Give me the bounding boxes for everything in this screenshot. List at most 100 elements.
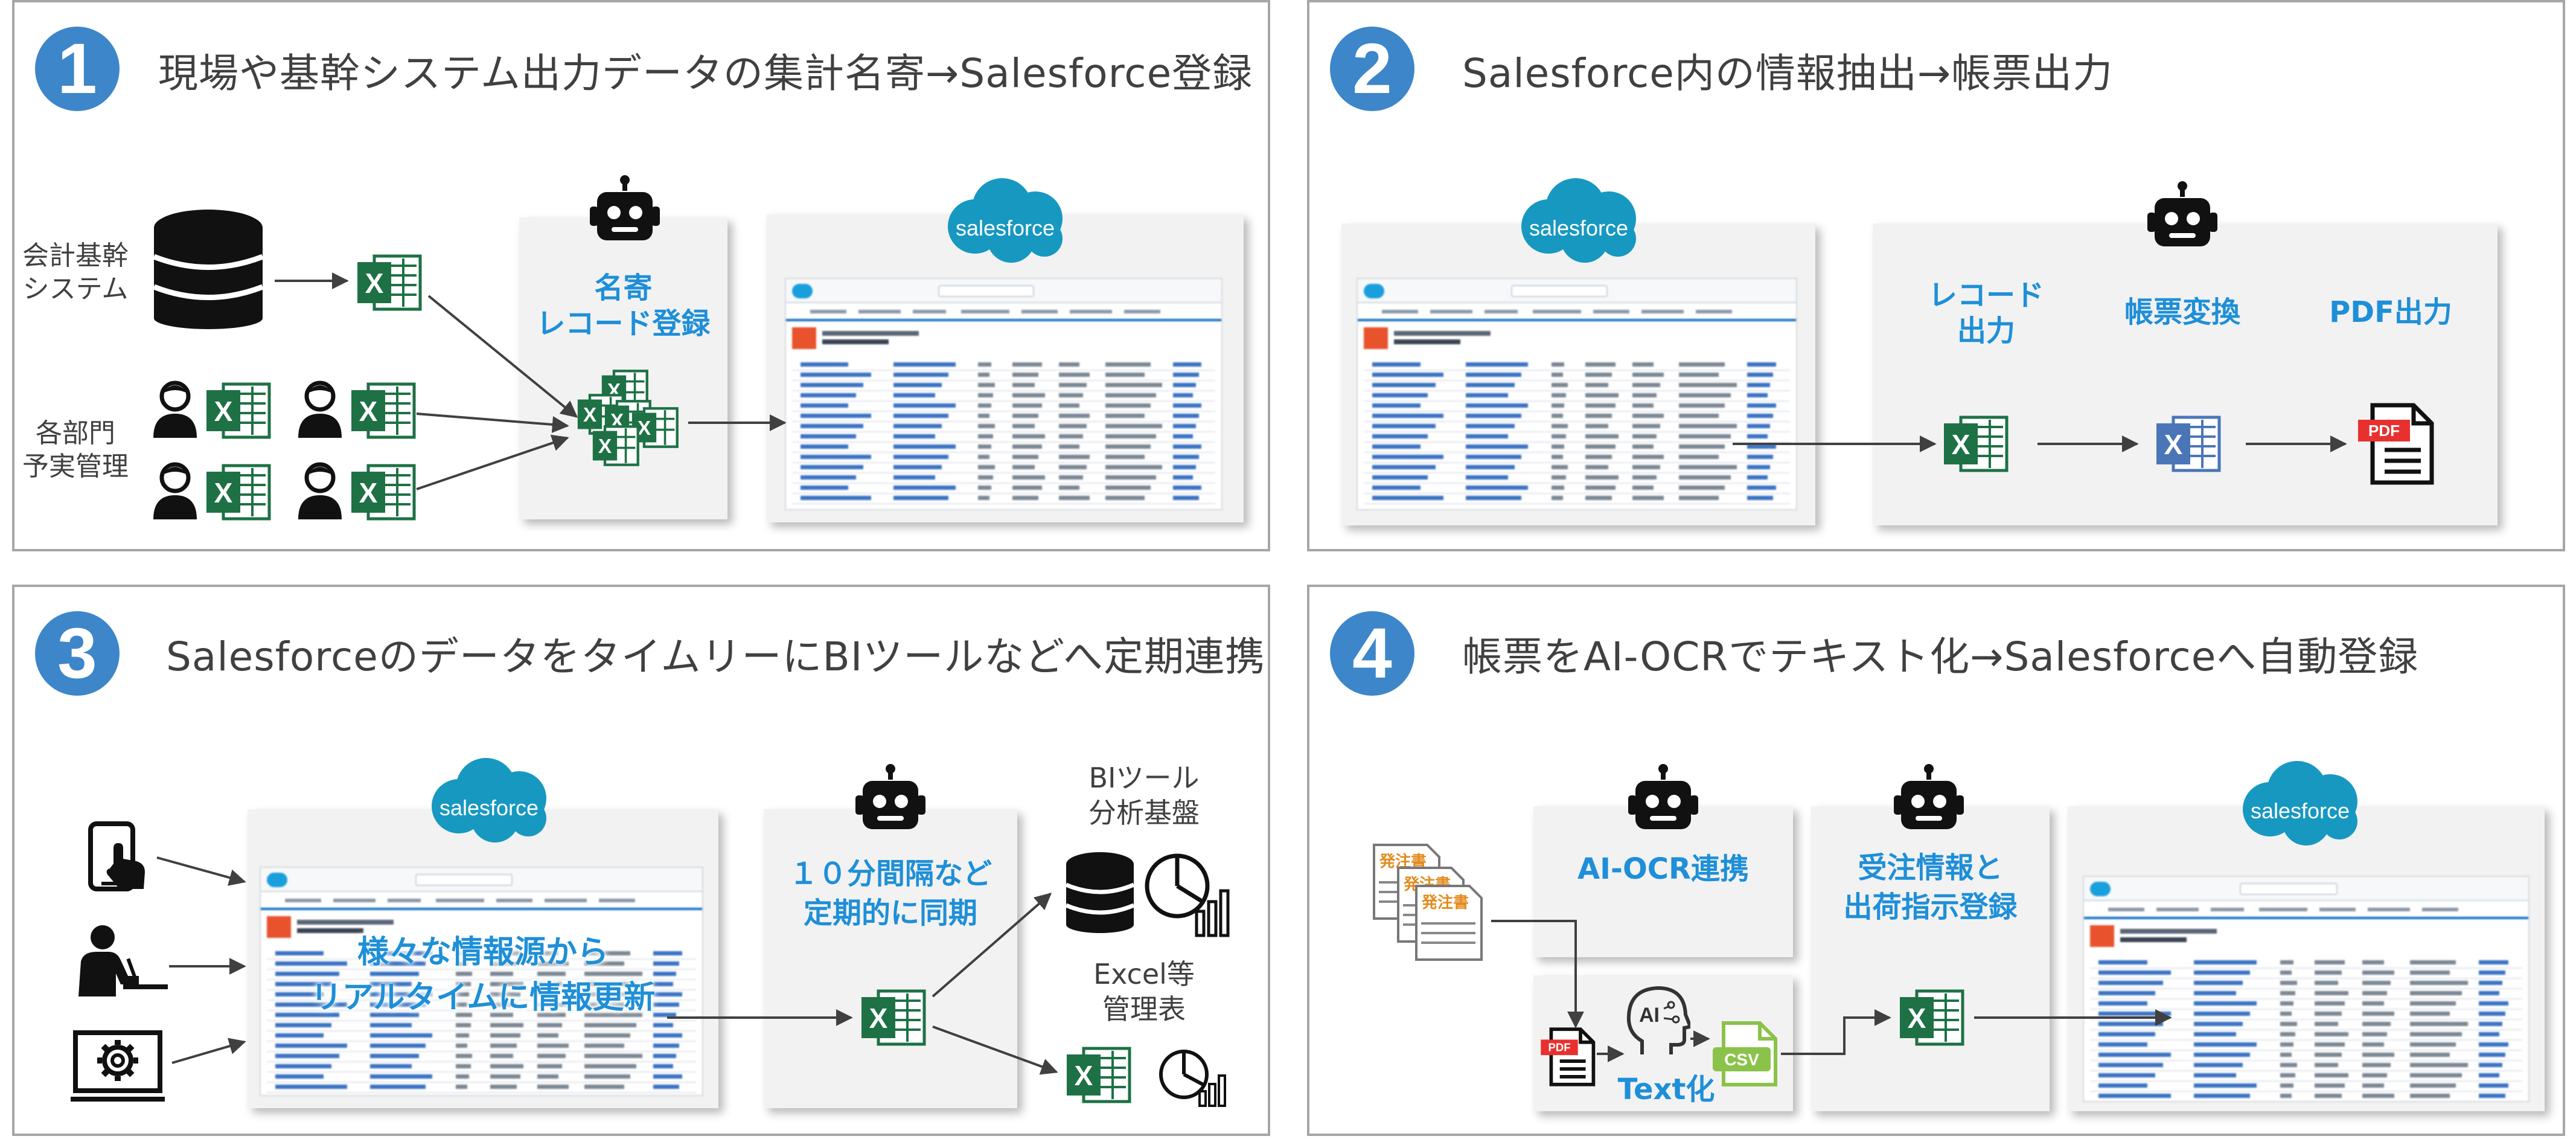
- record-cell: [801, 362, 848, 367]
- record-row-divider: [792, 493, 1215, 494]
- record-cell: [1679, 496, 1719, 500]
- record-row-divider: [1364, 400, 1790, 402]
- record-cell: [537, 1064, 562, 1068]
- record-cell: [455, 961, 467, 966]
- record-row-divider: [1364, 441, 1790, 443]
- record-cell: [2409, 1032, 2463, 1036]
- record-cell: [978, 362, 992, 367]
- record-cell: [1172, 403, 1202, 408]
- record-cell: [2193, 1032, 2236, 1036]
- record-cell: [1585, 496, 1612, 500]
- record-cell: [978, 414, 990, 418]
- record-cell: [1466, 455, 1522, 459]
- record-cell: [1172, 486, 1202, 490]
- record-cell: [2280, 1053, 2292, 1057]
- record-cell: [2479, 1012, 2505, 1016]
- record-cell: [584, 1013, 642, 1017]
- record-cell: [455, 1044, 467, 1048]
- record-cell: [893, 455, 949, 459]
- record-cell: [2193, 1042, 2257, 1047]
- record-cell: [978, 424, 995, 428]
- record-cell: [653, 1013, 677, 1017]
- p3-overlay-label: 様々な情報源から リアルタイムに情報更新: [310, 934, 656, 1016]
- record-cell: [1172, 373, 1199, 377]
- record-cell: [1585, 424, 1609, 428]
- record-cell: [455, 1074, 469, 1079]
- record-cell: [1012, 403, 1042, 408]
- record-cell: [1372, 383, 1436, 387]
- record-cell: [2315, 1012, 2342, 1016]
- excel-icon: X: [351, 464, 416, 521]
- record-cell: [2315, 1053, 2342, 1057]
- svg-text:CSV: CSV: [1724, 1050, 1759, 1069]
- record-cell: [801, 414, 871, 418]
- record-cell: [893, 486, 956, 490]
- record-cell: [2315, 1073, 2349, 1077]
- record-cell: [801, 444, 848, 449]
- salesforce-cloud-logo: salesforce: [1521, 178, 1636, 263]
- record-cell: [801, 475, 856, 480]
- record-cell: [537, 1085, 569, 1089]
- excel-blue-icon: X: [2156, 415, 2221, 472]
- record-cell: [1058, 465, 1087, 469]
- record-cell: [2280, 1012, 2292, 1016]
- excel-icon: X: [1067, 1047, 1131, 1103]
- record-cell: [1679, 455, 1719, 459]
- record-cell: [801, 383, 864, 387]
- pdf-file-icon: PDF: [2358, 403, 2434, 485]
- record-cell: [653, 961, 680, 966]
- record-cell: [275, 951, 324, 955]
- record-cell: [1679, 362, 1725, 367]
- record-row-divider: [1364, 462, 1790, 463]
- record-cell: [537, 951, 559, 955]
- record-cell: [1679, 444, 1725, 449]
- record-cell: [1372, 403, 1421, 408]
- record-cell: [1012, 465, 1035, 469]
- record-cell: [893, 434, 935, 438]
- record-cell: [2362, 1083, 2384, 1088]
- record-row-divider: [2090, 1060, 2522, 1061]
- record-cell: [801, 486, 848, 490]
- record-cell: [537, 1023, 562, 1027]
- record-cell: [1372, 444, 1421, 449]
- record-cell: [1632, 424, 1661, 428]
- record-cell: [2193, 1073, 2236, 1077]
- record-cell: [537, 992, 559, 996]
- salesforce-cloud-logo: salesforce: [432, 758, 546, 842]
- record-cell: [801, 373, 871, 377]
- record-cell: [2409, 981, 2469, 985]
- record-cell: [275, 992, 324, 996]
- record-cell: [1747, 414, 1774, 418]
- record-cell: [1105, 383, 1163, 387]
- record-cell: [490, 1074, 520, 1079]
- record-cell: [1632, 393, 1657, 397]
- record-cell: [1679, 465, 1737, 469]
- record-cell: [490, 1023, 524, 1027]
- record-cell: [537, 1013, 566, 1017]
- record-cell: [1466, 486, 1529, 490]
- record-cell: [2098, 1012, 2171, 1016]
- record-cell: [2098, 1083, 2147, 1088]
- record-cell: [1632, 362, 1654, 367]
- record-cell: [893, 373, 949, 377]
- record-cell: [455, 1003, 467, 1007]
- record-cell: [1012, 444, 1042, 449]
- record-cell: [2098, 1063, 2163, 1067]
- record-cell: [978, 434, 993, 438]
- record-cell: [1747, 465, 1771, 469]
- record-row-divider: [1364, 503, 1790, 504]
- record-cell: [978, 465, 995, 469]
- record-cell: [275, 982, 332, 986]
- person-icon: [153, 380, 197, 438]
- record-row-divider: [267, 989, 696, 990]
- record-cell: [1551, 414, 1563, 418]
- record-cell: [2315, 1094, 2342, 1098]
- record-cell: [1012, 393, 1046, 397]
- record-cell: [490, 982, 524, 986]
- record-cell: [2280, 960, 2294, 964]
- record-cell: [1585, 486, 1616, 490]
- excel-icon: X: [357, 254, 422, 311]
- record-row-divider: [792, 370, 1215, 371]
- record-row-divider: [1364, 411, 1790, 412]
- record-cell: [893, 393, 935, 397]
